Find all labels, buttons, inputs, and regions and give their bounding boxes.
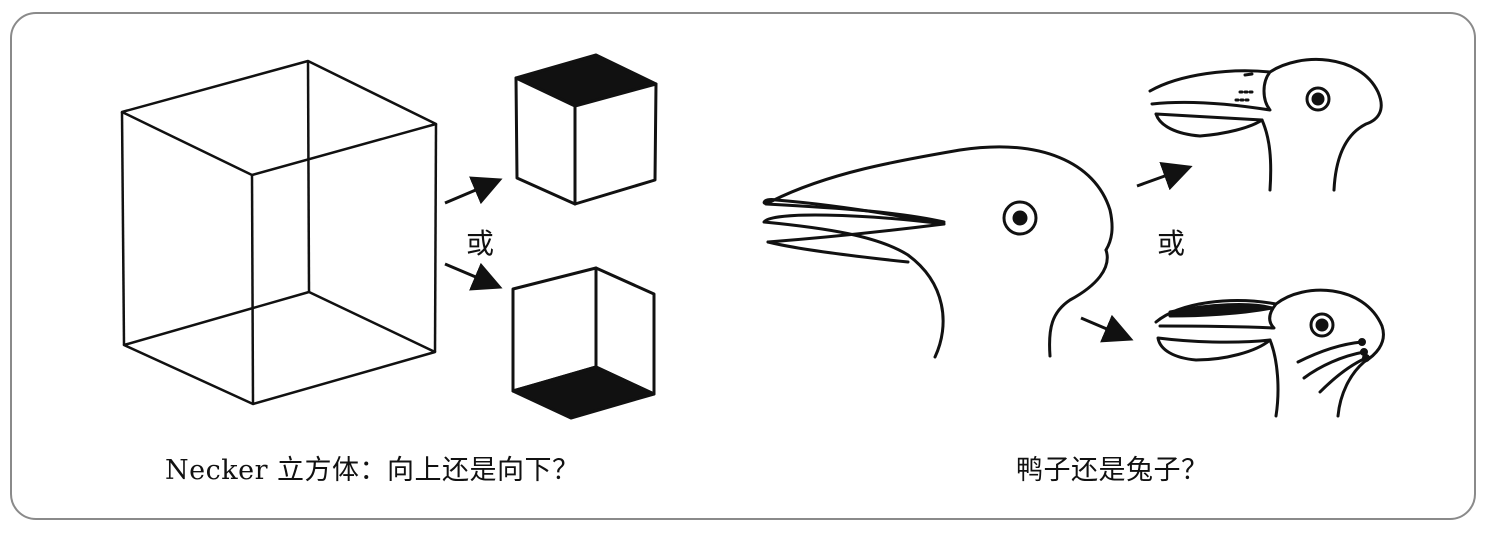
arrow-to-duck [1136, 162, 1193, 191]
duck-head [1148, 57, 1383, 192]
cube-viewed-from-below [511, 266, 656, 420]
arrow-up-right [444, 176, 503, 205]
or-label-left: 或 [466, 227, 495, 260]
arrow-to-rabbit [1080, 314, 1134, 343]
or-label-right: 或 [1157, 227, 1186, 260]
arrow-down-right [444, 262, 503, 291]
duck-rabbit-caption: 鸭子还是兔子？ [1016, 455, 1209, 486]
cube-viewed-from-above [514, 53, 658, 206]
necker-cube-caption: Necker 立方体：向上还是向下？ [165, 455, 580, 486]
necker-cube-wireframe [120, 59, 438, 406]
rabbit-head [1154, 288, 1385, 418]
duck-rabbit-large [762, 145, 1114, 359]
figure-frame [10, 12, 1476, 520]
